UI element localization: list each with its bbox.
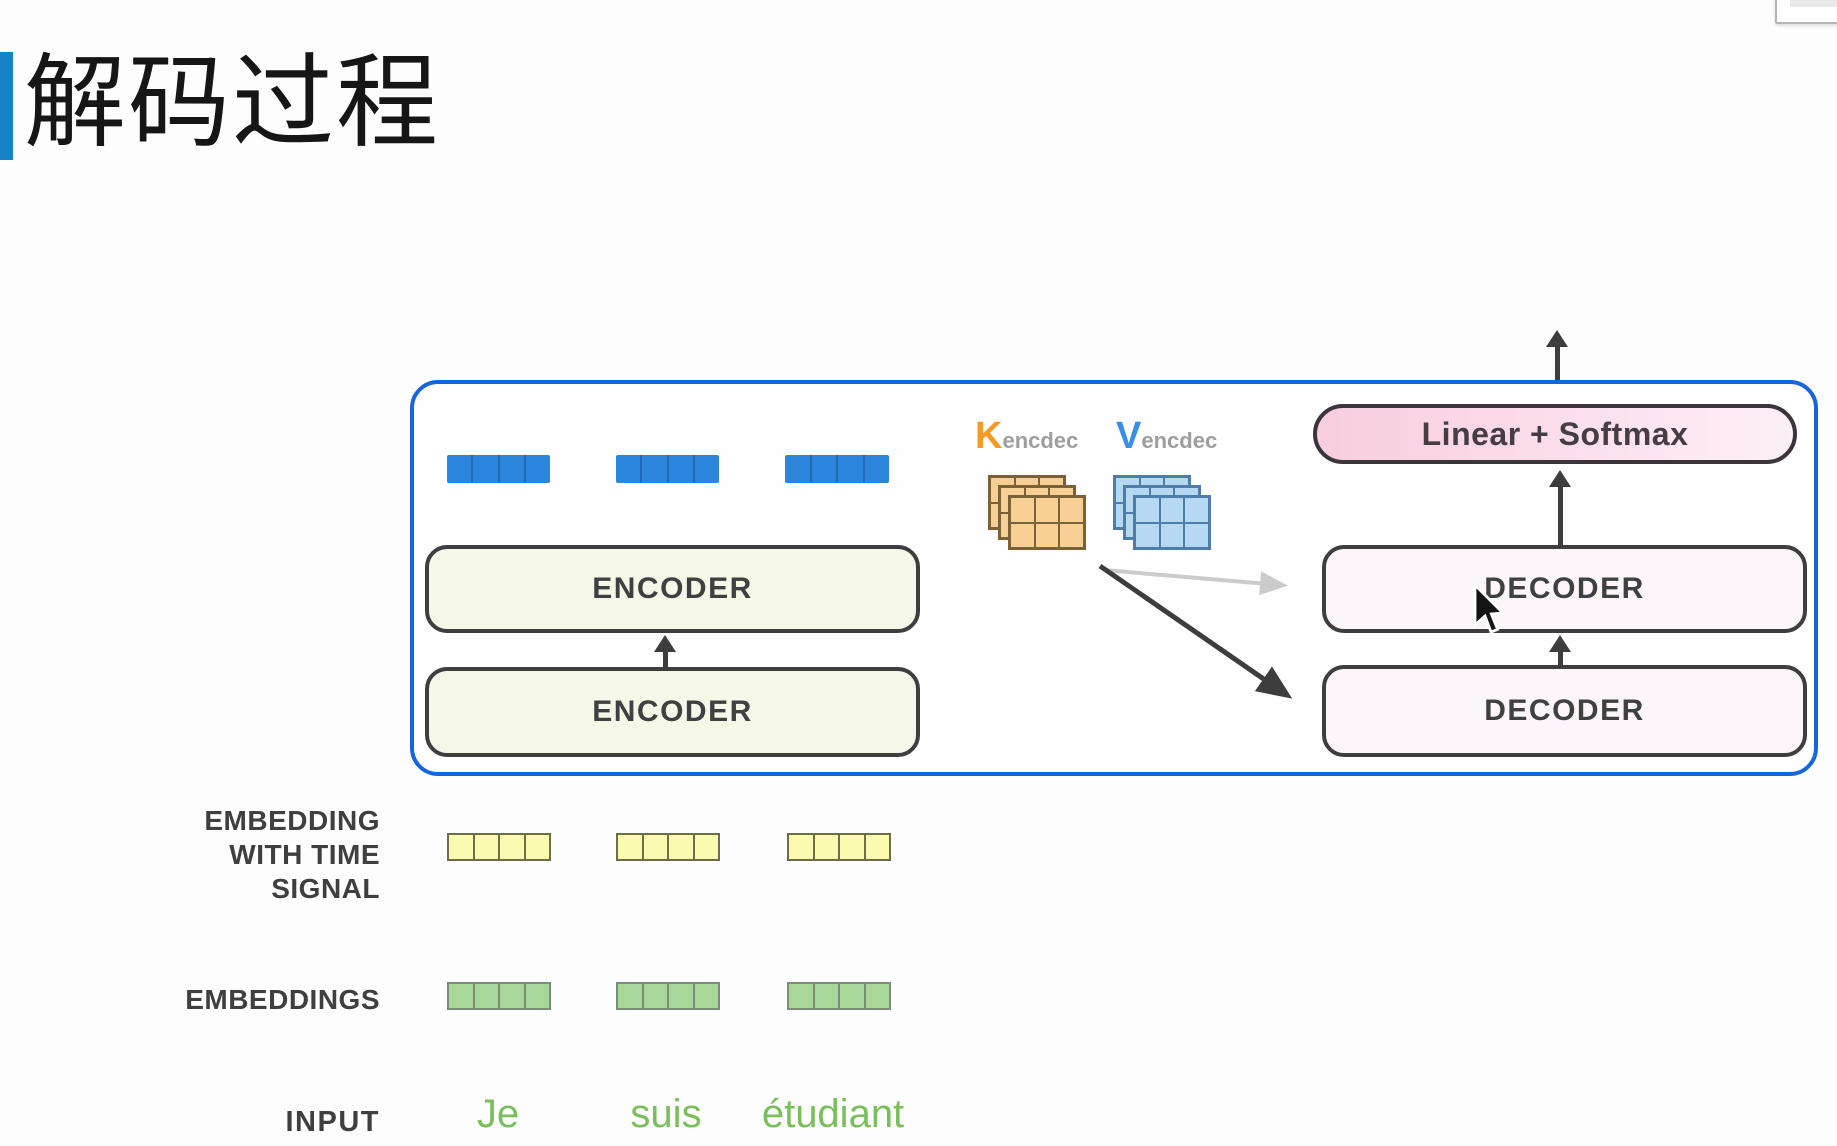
- kv-to-decoder-arrows: [1098, 563, 1293, 699]
- k-matrix-front: [1008, 495, 1086, 550]
- cell: [787, 833, 815, 861]
- mouse-cursor: [1473, 583, 1507, 634]
- cell: [473, 455, 500, 483]
- input-label: INPUT: [285, 1106, 380, 1138]
- encoder-output-vector-1: [447, 455, 550, 483]
- cell: [838, 833, 866, 861]
- input-word-je: Je: [476, 1092, 520, 1136]
- encoder-box-bottom: ENCODER: [425, 667, 920, 757]
- v-letter: V: [1116, 415, 1142, 457]
- embedding-vector-2: [616, 982, 720, 1010]
- decoder-box-bottom: DECODER: [1322, 665, 1807, 757]
- cell: [1135, 522, 1160, 548]
- input-word-suis: suis: [630, 1092, 702, 1136]
- cell: [525, 455, 550, 483]
- cell: [668, 455, 695, 483]
- cell: [499, 455, 526, 483]
- cell: [692, 982, 720, 1010]
- cell: [1059, 522, 1084, 548]
- decoder-label: DECODER: [1484, 572, 1645, 605]
- cell: [864, 455, 889, 483]
- cell: [667, 982, 695, 1010]
- cell: [1059, 497, 1084, 523]
- cell: [785, 455, 812, 483]
- embedding-with-time-signal-label: EMBEDDING WITH TIME SIGNAL: [0, 804, 380, 906]
- encoder-label: ENCODER: [592, 695, 753, 728]
- encoder-label: ENCODER: [592, 572, 753, 605]
- cell: [523, 833, 551, 861]
- cell: [498, 982, 526, 1010]
- label-line: WITH TIME: [229, 839, 380, 870]
- cell: [523, 982, 551, 1010]
- corner-popup-header[interactable]: [1790, 0, 1837, 7]
- input-word-etudiant: étudiant: [761, 1092, 905, 1136]
- cell: [692, 833, 720, 861]
- cell: [812, 833, 840, 861]
- cell: [1184, 522, 1209, 548]
- cell: [641, 833, 669, 861]
- light-arrow-to-decoder1: [1103, 568, 1288, 596]
- linear-softmax-box: Linear + Softmax: [1313, 404, 1797, 464]
- cell: [1159, 522, 1185, 548]
- cell: [498, 833, 526, 861]
- encoder-box-top: ENCODER: [425, 545, 920, 633]
- cell: [811, 455, 838, 483]
- embedding-vector-3: [787, 982, 891, 1010]
- time-signal-vector-3: [787, 833, 891, 861]
- cell: [694, 455, 719, 483]
- title-accent-bar: [0, 52, 13, 160]
- cell: [1135, 497, 1160, 523]
- label-line: SIGNAL: [271, 873, 380, 904]
- cell: [1159, 497, 1185, 523]
- page-title: 解码过程: [24, 48, 440, 161]
- dark-arrow-to-decoder2: [1098, 563, 1293, 699]
- cell: [447, 833, 475, 861]
- cell: [616, 982, 644, 1010]
- time-signal-vector-1: [447, 833, 551, 861]
- cell: [838, 982, 866, 1010]
- cell: [667, 833, 695, 861]
- time-signal-vector-2: [616, 833, 720, 861]
- k-letter: K: [975, 415, 1003, 457]
- cell: [641, 982, 669, 1010]
- decoder-label: DECODER: [1484, 694, 1645, 727]
- encoder-output-vector-3: [785, 455, 889, 483]
- cell: [616, 833, 644, 861]
- cell: [1010, 497, 1035, 523]
- cell: [616, 455, 643, 483]
- v-subscript: encdec: [1141, 428, 1218, 453]
- v-encdec-label: Vencdec: [1116, 415, 1217, 458]
- k-encdec-label: Kencdec: [975, 415, 1078, 458]
- cell: [1010, 522, 1035, 548]
- cell: [1034, 497, 1060, 523]
- label-line: EMBEDDING: [204, 805, 380, 836]
- cell: [472, 982, 500, 1010]
- cell: [447, 982, 475, 1010]
- cell: [812, 982, 840, 1010]
- cell: [472, 833, 500, 861]
- decoder-box-top: DECODER: [1322, 545, 1807, 633]
- embeddings-label: EMBEDDINGS: [185, 984, 380, 1015]
- cell: [863, 833, 891, 861]
- cell: [642, 455, 669, 483]
- encoder-output-vector-2: [616, 455, 719, 483]
- k-subscript: encdec: [1002, 428, 1079, 453]
- cell: [1034, 522, 1060, 548]
- linear-softmax-label: Linear + Softmax: [1421, 415, 1689, 452]
- cell: [447, 455, 474, 483]
- cell: [1184, 497, 1209, 523]
- embedding-vector-1: [447, 982, 551, 1010]
- v-matrix-front: [1133, 495, 1211, 550]
- cell: [787, 982, 815, 1010]
- cell: [838, 455, 865, 483]
- cell: [863, 982, 891, 1010]
